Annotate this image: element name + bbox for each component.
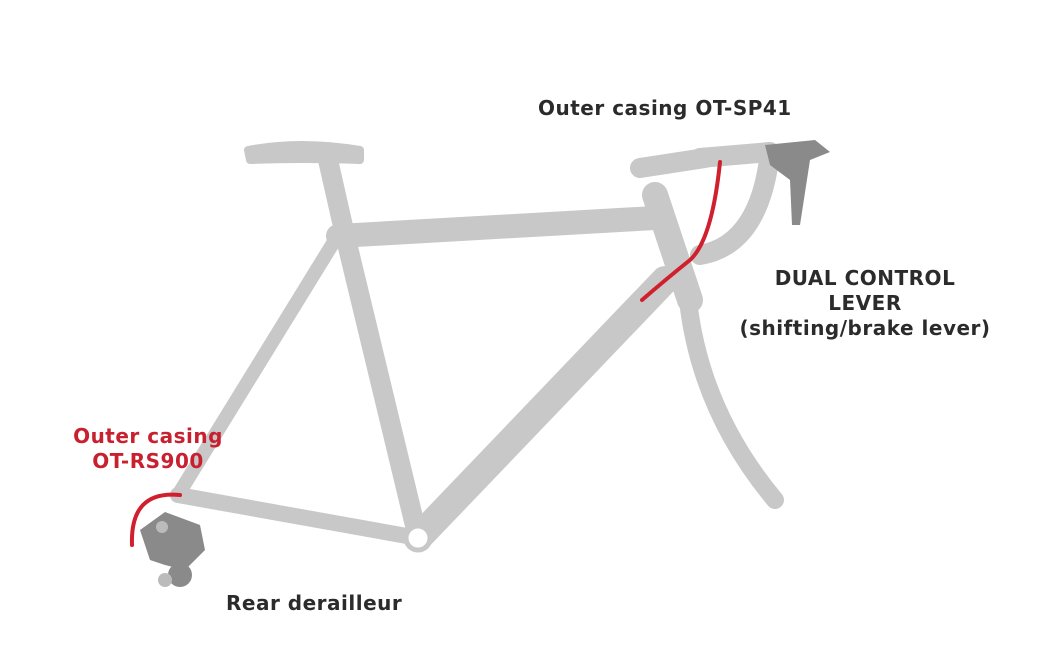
handlebar bbox=[690, 142, 780, 265]
rear-outer-casing-label: Outer casing OT-RS900 bbox=[58, 424, 238, 474]
seat-tube bbox=[318, 150, 428, 548]
dual-control-lever bbox=[765, 140, 830, 225]
down-tube bbox=[404, 266, 679, 552]
rear-outer-casing-cable bbox=[129, 492, 182, 547]
rear-casing-label-line2: OT-RS900 bbox=[92, 449, 204, 473]
rear-casing-label-line1: Outer casing bbox=[73, 424, 223, 448]
dual-control-lever-label: DUAL CONTROL LEVER (shifting/brake lever… bbox=[730, 266, 1000, 341]
lever-label-line2: LEVER bbox=[828, 291, 902, 315]
rear-derailleur-label: Rear derailleur bbox=[226, 591, 403, 615]
fork bbox=[679, 291, 784, 509]
saddle bbox=[244, 141, 364, 164]
lever-label-line3: (shifting/brake lever) bbox=[739, 316, 991, 340]
bottom-bracket bbox=[403, 523, 433, 553]
top-tube bbox=[326, 206, 667, 248]
seat-stay bbox=[171, 233, 342, 502]
lever-label-line1: DUAL CONTROL bbox=[774, 266, 956, 290]
head-tube bbox=[642, 182, 703, 313]
chainstay bbox=[170, 487, 426, 546]
front-outer-casing-label: Outer casing OT-SP41 bbox=[538, 96, 792, 120]
front-outer-casing-cable bbox=[640, 160, 722, 302]
rear-derailleur bbox=[140, 512, 205, 587]
